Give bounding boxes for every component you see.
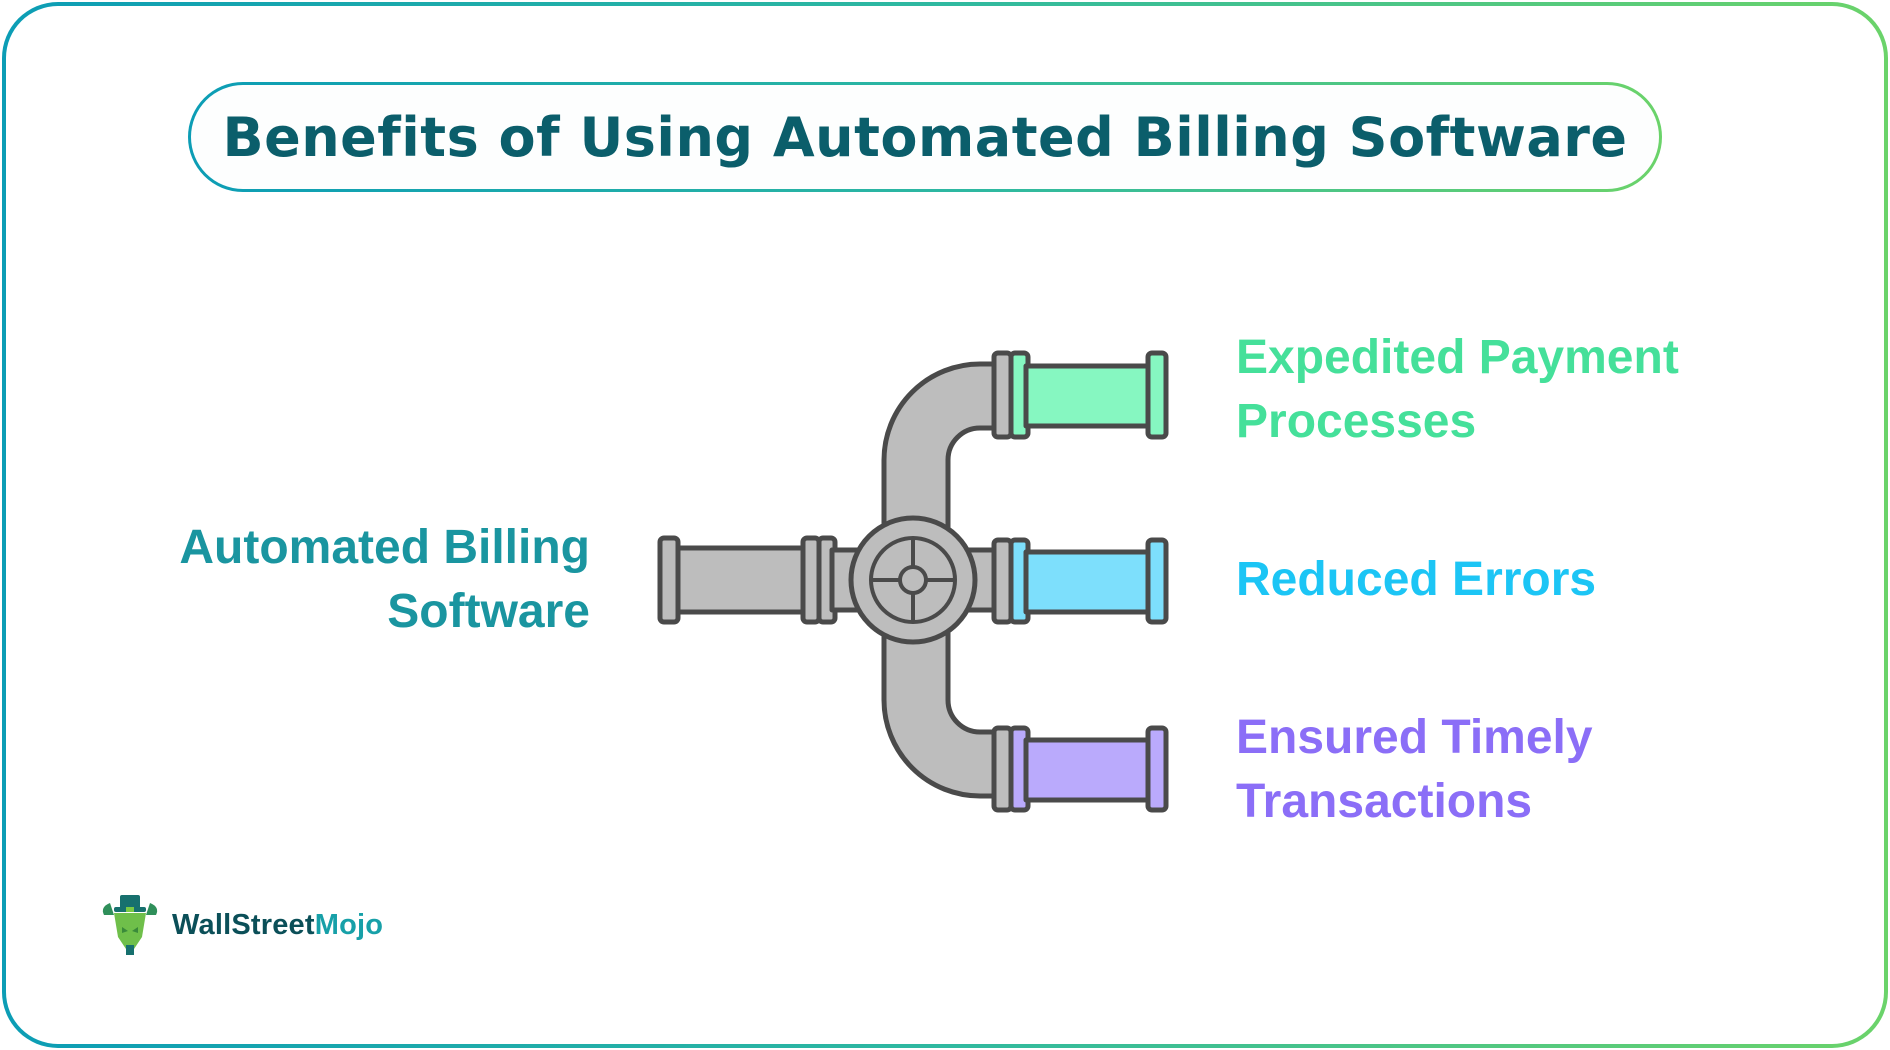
source-label: Automated Billing Software [179,516,590,644]
bull-mascot-icon [102,895,158,955]
source-label-line-2: Software [387,585,590,638]
mid-gray-flange [991,537,1014,625]
pipe-diagram [657,350,1169,813]
mid-outlet-pipe [1023,549,1153,615]
bottom-outlet-pipe [1023,737,1153,803]
mid-outlet-end-flange [1145,537,1169,625]
bottom-gray-flange [991,725,1014,813]
benefit-label-line: Ensured Timely [1236,711,1593,764]
lower-elbow-pipe [881,627,1003,799]
input-pipe [669,545,811,615]
upper-elbow-pipe [881,361,1003,533]
logo-text-mojo: Mojo [314,908,384,941]
benefit-label-line: Expedited Payment [1236,331,1679,384]
benefit-label-ensured-timely: Ensured Timely Transactions [1236,706,1593,834]
benefit-label-line: Transactions [1236,775,1533,828]
source-label-line-1: Automated Billing [179,521,590,574]
page-title: Benefits of Using Automated Billing Soft… [222,105,1628,169]
benefit-label-reduced-errors: Reduced Errors [1236,548,1596,612]
logo-text-wallstreet: WallStreet [172,908,315,941]
top-outlet-pipe [1023,363,1153,429]
benefit-label-expedited-payment: Expedited Payment Processes [1236,326,1679,454]
input-pipe-end-flange [657,535,681,625]
valve-wheel-icon [848,515,978,645]
wallstreetmojo-logo: WallStreetMojo [98,893,383,957]
top-gray-flange [991,350,1014,440]
bottom-outlet-end-flange [1145,725,1169,813]
logo-wordmark: WallStreetMojo [172,909,383,942]
benefit-label-line: Reduced Errors [1236,553,1597,606]
title-pill: Benefits of Using Automated Billing Soft… [188,82,1662,192]
benefit-label-line: Processes [1236,395,1477,448]
title-pill-inner: Benefits of Using Automated Billing Soft… [191,85,1659,189]
top-outlet-end-flange [1145,350,1169,440]
